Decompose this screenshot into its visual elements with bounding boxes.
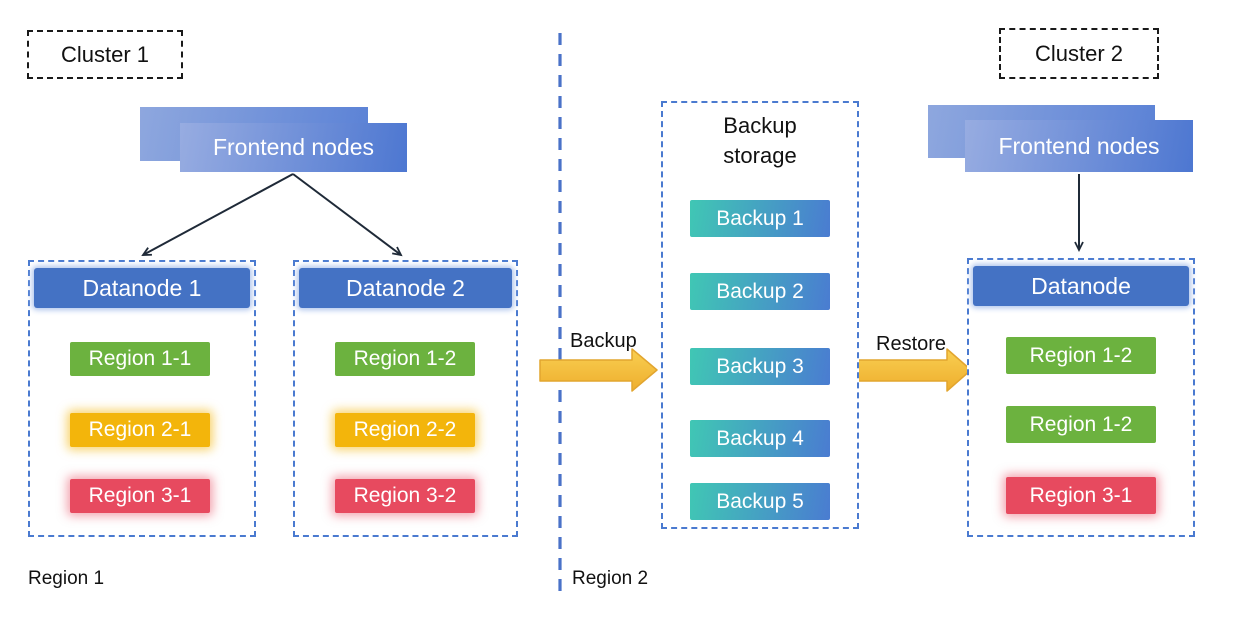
datanode2-container: Datanode 2 Region 1-2 Region 2-2 Region …: [293, 260, 518, 537]
backup-flow-label: Backup: [570, 330, 637, 352]
backup-storage-title: Backup storage: [723, 113, 797, 168]
datanode-title-cluster2: Datanode: [1031, 272, 1131, 299]
datanode-container-cluster2: Datanode Region 1-2 Region 1-2 Region 3-…: [967, 258, 1195, 537]
region-chip-label: Region 2-2: [353, 418, 457, 441]
backup-flow-arrow: [539, 348, 658, 392]
region-chip-label: Region 1-1: [88, 347, 192, 370]
region-chip-label: Region 1-2: [1029, 412, 1133, 436]
backup-chip-label: Backup 1: [716, 206, 804, 230]
region-chip: Region 1-2: [1006, 337, 1156, 374]
backup-storage-container: Backup storage Backup 1 Backup 2 Backup …: [661, 101, 859, 529]
backup-chip-label: Backup 3: [716, 354, 804, 378]
datanode1-title: Datanode 1: [82, 274, 202, 301]
frontend-to-datanode2-arrow: [292, 173, 403, 257]
region-chip-label: Region 1-2: [1029, 343, 1133, 367]
region-chip-label: Region 2-1: [88, 418, 192, 441]
region-chip: Region 3-2: [335, 479, 475, 513]
region-chip: Region 3-1: [70, 479, 210, 513]
datanode1-container: Datanode 1 Region 1-1 Region 2-1 Region …: [28, 260, 256, 537]
backup-chip: Backup 2: [690, 273, 830, 310]
cluster2-label: Cluster 2: [1034, 40, 1124, 66]
backup-chip: Backup 4: [690, 420, 830, 457]
datanode-header-cluster2: Datanode: [973, 266, 1189, 306]
cluster1-label: Cluster 1: [60, 41, 150, 67]
region-chip-label: Region 1-2: [353, 347, 457, 370]
backup-chip: Backup 5: [690, 483, 830, 520]
region-chip-label: Region 3-1: [88, 484, 192, 507]
restore-flow-label: Restore: [876, 333, 947, 355]
region-chip: Region 1-1: [70, 342, 210, 376]
region1-zone-label: Region 1: [28, 568, 105, 589]
frontend-to-datanode1-arrow: [141, 173, 294, 256]
backup-chip-label: Backup 4: [716, 426, 804, 450]
datanode1-header: Datanode 1: [34, 268, 250, 308]
region2-zone-label: Region 2: [572, 568, 649, 589]
region-chip: Region 1-2: [1006, 406, 1156, 443]
frontend-nodes-box-cluster2: Frontend nodes: [965, 120, 1193, 172]
backup-chip-label: Backup 2: [716, 279, 804, 303]
backup-chip-label: Backup 5: [716, 489, 804, 513]
datanode2-title: Datanode 2: [346, 274, 465, 301]
region-chip: Region 2-2: [335, 413, 475, 447]
cluster1-label-box: Cluster 1: [27, 30, 183, 79]
region-chip-label: Region 3-2: [353, 484, 457, 507]
frontend-nodes-label-cluster1: Frontend nodes: [212, 134, 375, 160]
region-chip: Region 2-1: [70, 413, 210, 447]
cluster2-label-box: Cluster 2: [999, 28, 1159, 79]
frontend-nodes-box-cluster1: Frontend nodes: [180, 123, 407, 172]
region-chip: Region 1-2: [335, 342, 475, 376]
backup-chip: Backup 1: [690, 200, 830, 237]
datanode2-header: Datanode 2: [299, 268, 512, 308]
region-chip-label: Region 3-1: [1029, 483, 1133, 507]
frontend-nodes-label-cluster2: Frontend nodes: [998, 132, 1160, 159]
backup-chip: Backup 3: [690, 348, 830, 385]
region-chip: Region 3-1: [1006, 477, 1156, 514]
